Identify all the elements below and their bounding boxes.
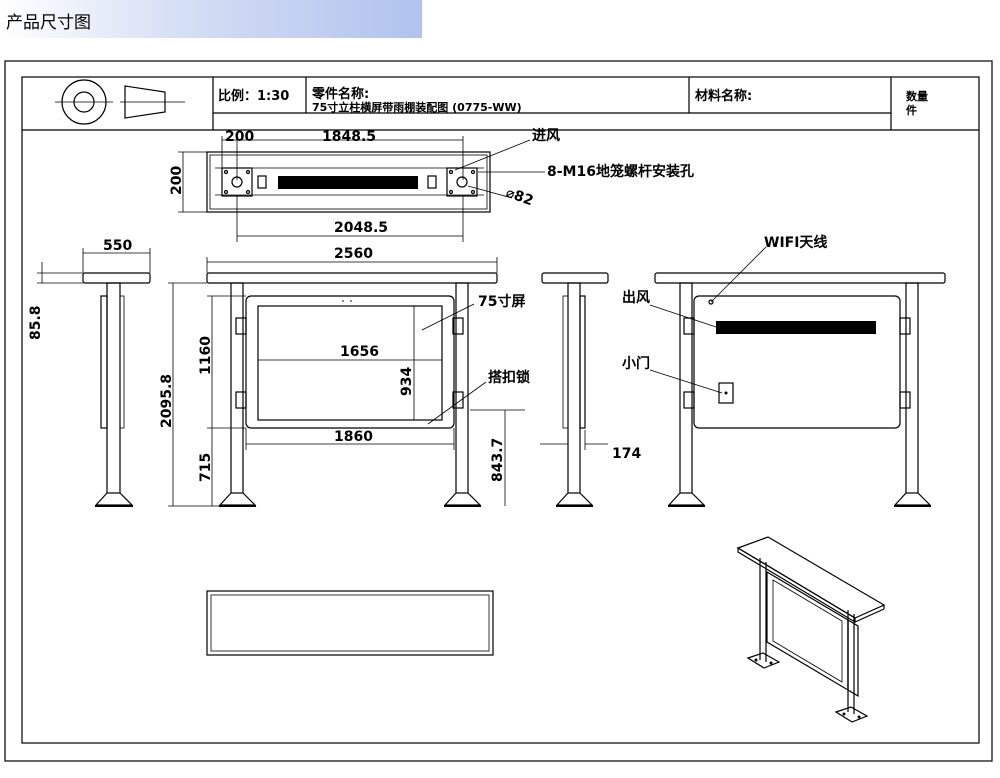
top-dim-top: 1848.5 [322, 129, 376, 145]
header-bar: 产品尺寸图 [0, 0, 422, 38]
label-diameter: ⌀82 [504, 185, 536, 210]
label-intake: 进风 [532, 128, 560, 144]
side-view-right: 174 [540, 272, 641, 507]
top-view: 200 1848.5 200 2048.5 进风 8-M16地笼螺杆安装孔 ⌀8… [169, 128, 694, 242]
scale-label: 比例：1:30 [218, 88, 289, 104]
isometric-view [736, 536, 886, 723]
top-dim-bottom: 2048.5 [334, 220, 388, 236]
front-dim-screen-height: 1160 [198, 336, 214, 375]
label-air-outlet: 出风 [622, 289, 650, 306]
front-dim-base: 715 [198, 453, 214, 482]
side-dim-thickness: 85.8 [28, 305, 44, 340]
side-dim-depth: 174 [612, 446, 641, 462]
title-block: 比例：1:30 零件名称: 75寸立柱横屏带雨棚装配图 (0775-WW) 材料… [22, 77, 979, 131]
projection-symbol-icon [55, 79, 185, 125]
label-small-door: 小门 [622, 355, 650, 372]
top-dim-left: 200 [225, 129, 254, 145]
side-view-left: 550 85.8 [28, 238, 151, 507]
front-dim-total-height: 2095.8 [159, 374, 175, 428]
front-dim-width: 2560 [334, 246, 373, 262]
rear-view: WIFI天线 出风 小门 [622, 234, 946, 507]
part-name-value: 75寸立柱横屏带雨棚装配图 (0775-WW) [312, 100, 522, 114]
page-title: 产品尺寸图 [6, 13, 91, 33]
front-dim-screen-width: 1860 [334, 429, 373, 445]
inner-frame [21, 76, 980, 744]
front-dim-inner-height: 934 [399, 367, 415, 396]
unit-label: 件 [906, 103, 917, 117]
front-dim-inner-width: 1656 [340, 344, 379, 360]
label-75-screen: 75寸屏 [478, 293, 525, 310]
outer-frame [4, 60, 993, 762]
material-label: 材料名称: [695, 88, 752, 104]
label-wifi-antenna: WIFI天线 [764, 234, 827, 251]
label-hasp-lock: 搭扣锁 [488, 369, 530, 386]
side-dim-width: 550 [103, 238, 132, 254]
front-view: 2095.8 1160 715 2560 1656 934 1860 843.7… [159, 246, 530, 507]
quantity-label: 数量 [906, 89, 928, 103]
part-name-label: 零件名称: [311, 86, 369, 102]
canopy-plan [206, 590, 494, 656]
front-dim-lock-height: 843.7 [490, 438, 506, 482]
top-dim-side: 200 [169, 166, 185, 195]
label-bolt-holes: 8-M16地笼螺杆安装孔 [547, 163, 694, 180]
